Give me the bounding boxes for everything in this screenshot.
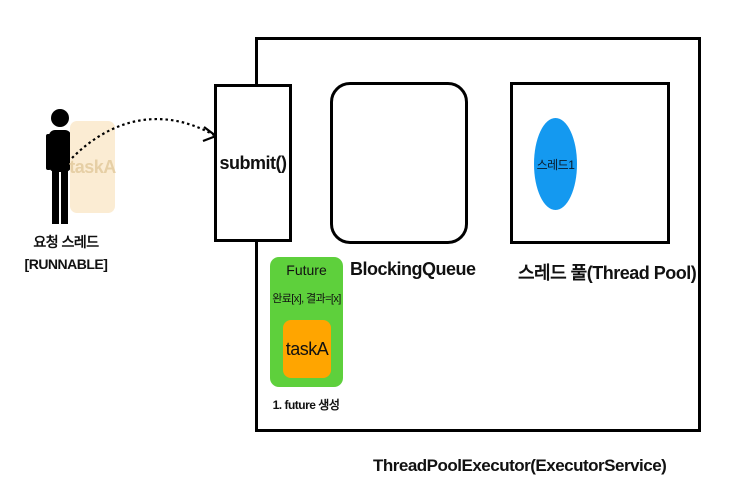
blocking-queue-label: BlockingQueue [350, 259, 476, 279]
requester-task-label: taskA [69, 156, 116, 177]
blocking-queue-box [330, 82, 468, 244]
requester-task-card: taskA [69, 121, 116, 213]
executor-title: ThreadPoolExecutor(ExecutorService) [373, 456, 667, 475]
future-task-card: taskA [283, 320, 331, 378]
thread-pool-label: 스레드 풀(Thread Pool) [518, 263, 697, 283]
future-title: Future [286, 262, 327, 278]
requester-thread-state: [RUNNABLE] [24, 256, 108, 272]
thread-circle: 스레드1 [534, 118, 577, 210]
future-status: 완료[x], 결과=[x] [272, 293, 341, 305]
submit-box: submit() [214, 84, 292, 242]
thread-circle-label: 스레드1 [536, 157, 575, 172]
future-task-label: taskA [285, 338, 329, 359]
submit-label: submit() [219, 152, 288, 173]
future-caption: 1. future 생성 [272, 398, 340, 412]
requester-thread-name: 요청 스레드 [33, 234, 99, 250]
